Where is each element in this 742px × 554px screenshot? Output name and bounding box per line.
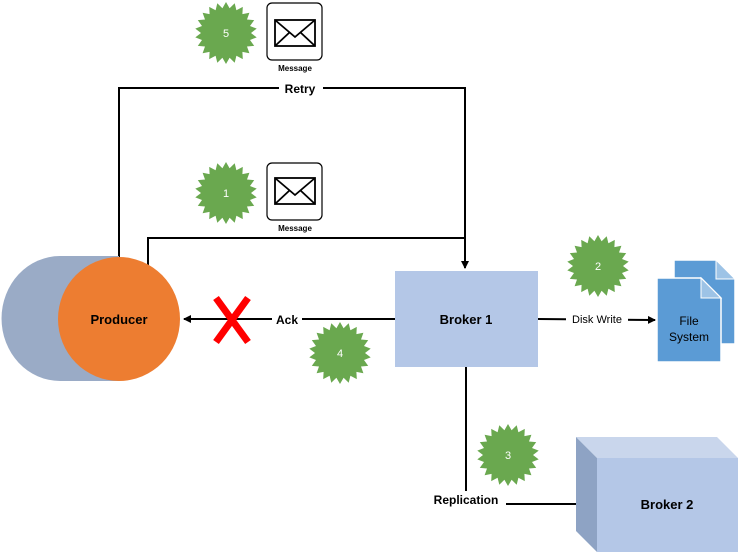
- starburst-badge-icon: [567, 235, 629, 297]
- ack-label: Ack: [276, 313, 298, 327]
- starburst-badge-icon: [477, 424, 539, 486]
- file-system-front-page: [656, 277, 722, 363]
- badge-step2: 2: [567, 235, 629, 297]
- badge-step1: 1: [195, 162, 257, 224]
- message-top-caption: Message: [278, 64, 312, 73]
- badge-step5: 5: [195, 2, 257, 64]
- broker2-label: Broker 2: [641, 497, 694, 512]
- message-connector: [147, 237, 465, 266]
- badge-step3: 3: [477, 424, 539, 486]
- file-system-label-line1: File: [679, 314, 699, 328]
- broker2-node: Broker 2: [576, 437, 738, 552]
- file-system-icon: File System: [656, 258, 737, 363]
- broker1-node: Broker 1: [395, 271, 538, 367]
- badge-step4: 4: [309, 322, 371, 384]
- message-middle-caption: Message: [278, 224, 312, 233]
- error-cross-icon: [213, 295, 251, 345]
- badge-number: 3: [505, 450, 511, 462]
- broker2-side-face: [576, 437, 597, 552]
- badge-number: 4: [337, 348, 343, 360]
- starburst-badge-icon: [195, 162, 257, 224]
- message-middle: Message: [266, 162, 323, 233]
- badge-number: 5: [223, 28, 229, 40]
- badge-number: 1: [223, 188, 229, 200]
- broker1-label: Broker 1: [440, 312, 493, 327]
- starburst-badge-icon: [195, 2, 257, 64]
- broker2-front-face: [597, 458, 738, 552]
- broker2-top-face: [576, 437, 738, 458]
- producer-label: Producer: [90, 312, 147, 327]
- replication-label: Replication: [434, 493, 499, 507]
- producer-node: Producer: [1, 256, 180, 381]
- broker1-box: [395, 271, 538, 367]
- disk-write-label: Disk Write: [572, 314, 622, 326]
- badge-number: 2: [595, 261, 601, 273]
- producer-cylinder-face: [58, 257, 180, 381]
- starburst-badge-icon: [309, 322, 371, 384]
- retry-label: Retry: [285, 82, 316, 96]
- message-top: Message: [266, 2, 323, 73]
- file-system-label-line2: System: [669, 330, 709, 344]
